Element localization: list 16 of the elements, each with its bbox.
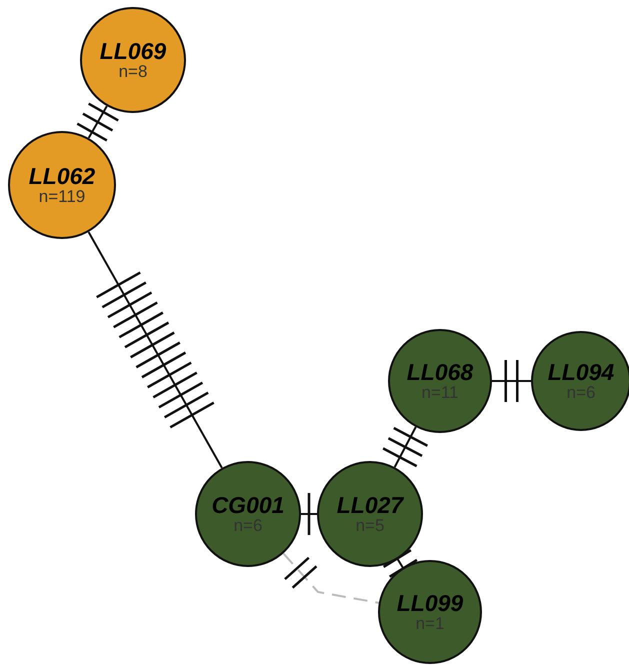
- connector-line: [301, 513, 317, 515]
- haplotype-name: LL027: [336, 493, 404, 518]
- haplotype-name: LL099: [396, 591, 464, 616]
- haplotype-name: LL094: [548, 360, 614, 384]
- connector-line: [492, 380, 531, 382]
- haplotype-name: LL069: [100, 39, 166, 64]
- dashed-connector: [282, 552, 379, 604]
- sample-count: n=119: [38, 188, 86, 206]
- haplotype-name: LL062: [28, 164, 96, 188]
- connector-line: [394, 426, 417, 468]
- haplotype-name: LL068: [406, 360, 474, 384]
- connector-line: [88, 106, 108, 139]
- haplotype-name: CG001: [212, 493, 284, 518]
- connector-line: [396, 558, 404, 568]
- connector-line: [88, 232, 223, 468]
- sample-count: n=8: [118, 63, 148, 81]
